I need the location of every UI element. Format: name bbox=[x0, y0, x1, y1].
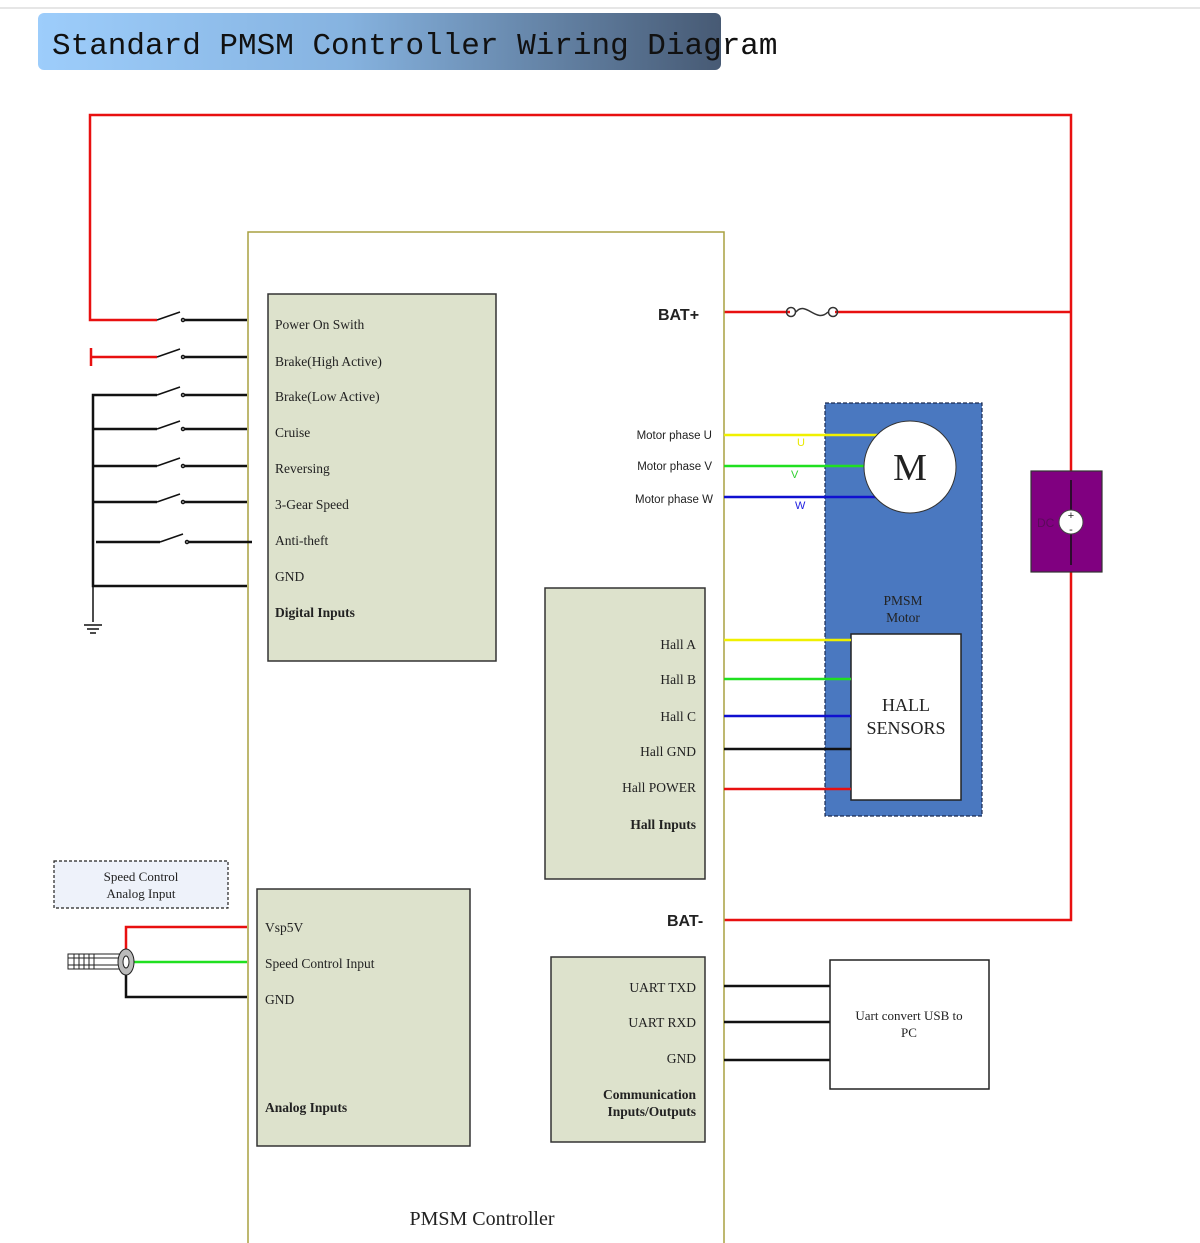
digital-input-label: Anti-theft bbox=[275, 533, 328, 548]
digital-input-label: Brake(High Active) bbox=[275, 354, 382, 369]
hall-input-label: Hall A bbox=[660, 637, 696, 652]
motor-symbol: M bbox=[893, 447, 927, 489]
battery-wiring bbox=[88, 113, 1073, 922]
uart-converter-box bbox=[829, 959, 990, 1090]
dc-plus: + bbox=[1068, 510, 1074, 522]
hall-sensors-label: SENSORS bbox=[866, 718, 945, 738]
hall-sensors-box bbox=[850, 633, 962, 801]
switch-icon bbox=[156, 457, 247, 469]
comm-label: UART RXD bbox=[628, 1015, 696, 1030]
digital-input-label: Brake(Low Active) bbox=[275, 389, 380, 404]
speed-control-box bbox=[53, 860, 229, 909]
comm-label: UART TXD bbox=[629, 980, 696, 995]
switch-icon bbox=[156, 311, 247, 323]
digital-input-label: GND bbox=[275, 569, 304, 584]
dc-minus: - bbox=[1069, 524, 1073, 536]
switch-icon bbox=[156, 420, 247, 432]
uart-wires bbox=[724, 984, 830, 1062]
analog-input-label: GND bbox=[265, 992, 294, 1007]
bat-plus-label: BAT+ bbox=[658, 307, 699, 324]
hall-input-label: Hall POWER bbox=[622, 780, 696, 795]
analog-wires bbox=[124, 925, 247, 999]
analog-inputs-title: Analog Inputs bbox=[265, 1100, 347, 1115]
phase-letter: V bbox=[791, 469, 799, 481]
motor-phase-label: Motor phase U bbox=[637, 430, 712, 442]
comm-label: GND bbox=[667, 1051, 696, 1066]
phase-letter: W bbox=[795, 500, 806, 512]
hall-inputs-box bbox=[544, 587, 706, 880]
comm-title: Inputs/Outputs bbox=[607, 1104, 696, 1119]
digital-inputs-box bbox=[267, 293, 497, 662]
switch-icon bbox=[156, 493, 247, 505]
digital-input-label: 3-Gear Speed bbox=[275, 497, 349, 512]
motor-phase-label: Motor phase W bbox=[635, 494, 713, 506]
digital-inputs-title: Digital Inputs bbox=[275, 605, 355, 620]
speed-control-label: Analog Input bbox=[107, 886, 176, 901]
switch-icon bbox=[156, 386, 247, 398]
dc-power-source: + - DC bbox=[1030, 470, 1103, 573]
ground-icon bbox=[84, 624, 102, 634]
motor-label: PMSM bbox=[883, 593, 922, 608]
page-title: Standard PMSM Controller Wiring Diagram bbox=[52, 29, 778, 64]
uart-converter-label: PC bbox=[901, 1025, 917, 1040]
analog-input-label: Vsp5V bbox=[265, 920, 304, 935]
digital-input-label: Cruise bbox=[275, 425, 310, 440]
title-banner: Standard PMSM Controller Wiring Diagram bbox=[38, 13, 778, 70]
communication-box bbox=[550, 956, 706, 1143]
uart-converter-label: Uart convert USB to bbox=[855, 1008, 962, 1023]
hall-input-label: Hall B bbox=[660, 672, 696, 687]
motor-icon: M bbox=[863, 420, 957, 514]
bat-minus-label: BAT- bbox=[667, 913, 703, 930]
hall-input-label: Hall GND bbox=[640, 744, 696, 759]
potentiometer-icon bbox=[67, 948, 135, 976]
switch-wiring bbox=[84, 311, 252, 634]
phase-wires bbox=[724, 433, 880, 499]
switch-icon bbox=[156, 348, 247, 360]
digital-input-label: Power On Swith bbox=[275, 317, 365, 332]
comm-title: Communication bbox=[603, 1087, 696, 1102]
dc-label: DC bbox=[1037, 516, 1055, 530]
motor-label: Motor bbox=[886, 610, 920, 625]
controller-label: PMSM Controller bbox=[409, 1208, 554, 1230]
hall-sensors-label: HALL bbox=[882, 695, 930, 715]
motor-phase-label: Motor phase V bbox=[637, 461, 712, 473]
fuse-icon bbox=[785, 306, 839, 318]
speed-control-label: Speed Control bbox=[104, 869, 179, 884]
hall-wires bbox=[724, 638, 851, 791]
analog-inputs-box bbox=[256, 888, 471, 1147]
hall-inputs-title: Hall Inputs bbox=[630, 817, 696, 832]
analog-input-label: Speed Control Input bbox=[265, 956, 375, 971]
phase-letter: U bbox=[797, 437, 805, 449]
digital-input-label: Reversing bbox=[275, 461, 330, 476]
hall-input-label: Hall C bbox=[660, 709, 696, 724]
switch-icon bbox=[159, 533, 252, 545]
